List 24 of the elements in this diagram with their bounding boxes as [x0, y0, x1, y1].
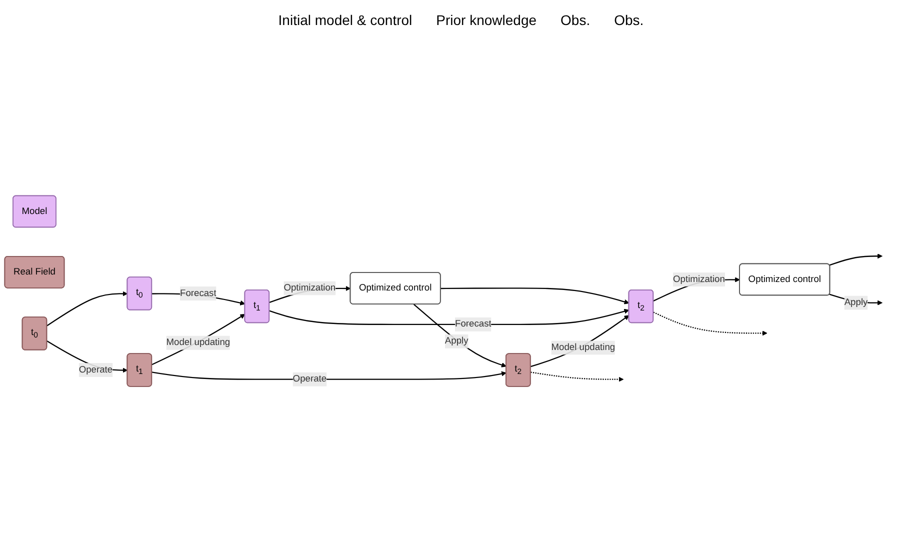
arrow: [413, 304, 506, 368]
note-text: Initial model & control: [278, 12, 412, 28]
edge-label: Optimization: [673, 274, 725, 284]
note-text: Obs.: [560, 12, 590, 28]
edge-label: Optimization: [284, 283, 336, 294]
note-text: Obs.: [614, 12, 644, 28]
edge-label: Model updating: [551, 342, 616, 353]
edge-label: Apply: [444, 336, 468, 346]
arrow: [829, 254, 883, 266]
edge-label: Operate: [292, 374, 327, 384]
arrow: [530, 372, 624, 382]
edge-label: Model updating: [166, 338, 230, 348]
edge-label: Forecast: [180, 288, 216, 298]
arrow: [440, 288, 630, 304]
arrow: [152, 314, 246, 366]
arrow: [152, 371, 506, 380]
arrow: [46, 291, 128, 326]
edge-label: Forecast: [455, 319, 492, 330]
note-text: Prior knowledge: [436, 12, 537, 28]
arrow: [653, 312, 768, 336]
edge-label: Operate: [78, 364, 113, 375]
edge-label: Apply: [844, 298, 868, 308]
arrow: [530, 315, 630, 368]
arrow: [269, 308, 630, 326]
